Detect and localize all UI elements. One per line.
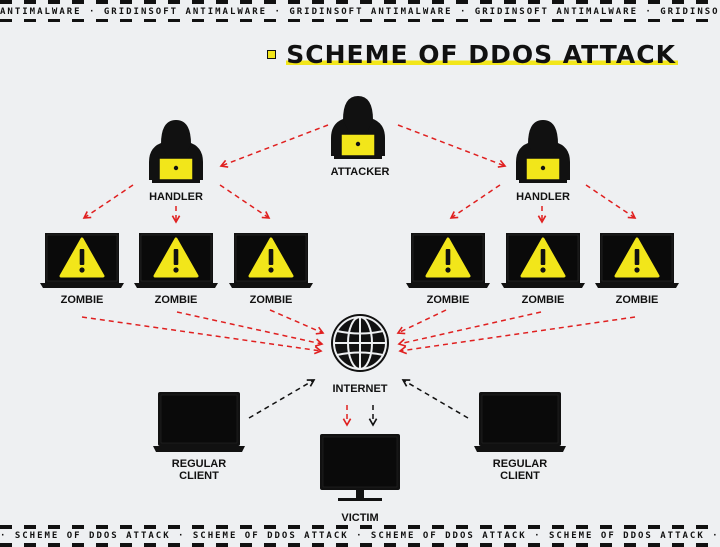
zombie-label: ZOMBIE xyxy=(522,294,565,306)
zombie-label: ZOMBIE xyxy=(250,294,293,306)
arrow-zombie-2-internet xyxy=(176,311,324,347)
zombie-label: ZOMBIE xyxy=(155,294,198,306)
warning-laptop-icon xyxy=(593,231,681,290)
footer-band-text: · SCHEME OF DDOS ATTACK · SCHEME OF DDOS… xyxy=(0,531,720,541)
arrow-handler-right-zombie-6 xyxy=(585,184,637,219)
zombie-node-1: ZOMBIE xyxy=(38,231,126,306)
warning-laptop-icon xyxy=(38,231,126,290)
laptop-icon xyxy=(473,391,567,453)
hooded-hacker-icon xyxy=(148,119,204,184)
zombie-node-2: ZOMBIE xyxy=(132,231,220,306)
internet-label: INTERNET xyxy=(333,383,388,395)
victim-node: VICTIM xyxy=(319,433,401,524)
client-right-label-line2: CLIENT xyxy=(500,470,540,482)
victim-label: VICTIM xyxy=(341,512,378,524)
zombie-node-3: ZOMBIE xyxy=(227,231,315,306)
zombie-label: ZOMBIE xyxy=(61,294,104,306)
zombie-node-4: ZOMBIE xyxy=(404,231,492,306)
arrow-handler-left-zombie-3 xyxy=(219,184,271,219)
regular-client-left-node: REGULAR CLIENT xyxy=(152,391,246,482)
arrow-attacker-handler-right xyxy=(397,124,507,168)
internet-node: INTERNET xyxy=(331,314,389,395)
arrow-client-right-internet xyxy=(401,379,469,419)
handler-left-label: HANDLER xyxy=(149,191,203,203)
globe-icon xyxy=(331,314,389,372)
arrow-handler-left-zombie-1 xyxy=(82,184,134,219)
header-band-text: ANTIMALWARE · GRIDINSOFT ANTIMALWARE · G… xyxy=(0,7,720,17)
warning-laptop-icon xyxy=(132,231,220,290)
arrow-zombie-3-internet xyxy=(269,309,325,335)
footer-band: · SCHEME OF DDOS ATTACK · SCHEME OF DDOS… xyxy=(0,525,720,547)
arrow-zombie-6-internet xyxy=(398,316,636,355)
hooded-hacker-icon xyxy=(330,95,386,160)
attacker-label: ATTACKER xyxy=(331,166,390,178)
warning-laptop-icon xyxy=(499,231,587,290)
page-title: SCHEME OF DDOS ATTACK xyxy=(286,40,678,69)
attack-arrows xyxy=(81,124,637,427)
warning-laptop-icon xyxy=(227,231,315,290)
title-block: SCHEME OF DDOS ATTACK xyxy=(267,40,678,69)
regular-client-right-node: REGULAR CLIENT xyxy=(473,391,567,482)
arrow-zombie-5-internet xyxy=(397,311,542,347)
zombie-node-6: ZOMBIE xyxy=(593,231,681,306)
zombie-label: ZOMBIE xyxy=(616,294,659,306)
zombie-node-5: ZOMBIE xyxy=(499,231,587,306)
arrow-handler-right-zombie-4 xyxy=(449,184,501,219)
handler-left-node: HANDLER xyxy=(148,119,204,203)
arrow-zombie-4-internet xyxy=(396,309,447,335)
zombie-label: ZOMBIE xyxy=(427,294,470,306)
title-marker xyxy=(267,50,277,59)
client-left-label-line2: CLIENT xyxy=(179,470,219,482)
client-right-label-line1: REGULAR xyxy=(493,458,547,470)
client-left-label-line1: REGULAR xyxy=(172,458,226,470)
arrow-zombie-1-internet xyxy=(81,316,323,355)
arrow-client-left-internet xyxy=(248,379,316,419)
hooded-hacker-icon xyxy=(515,119,571,184)
arrow-attacker-handler-left xyxy=(219,124,329,168)
normal-traffic-arrows xyxy=(248,379,469,427)
monitor-icon xyxy=(319,433,401,502)
warning-laptop-icon xyxy=(404,231,492,290)
laptop-icon xyxy=(152,391,246,453)
attacker-node: ATTACKER xyxy=(330,95,390,178)
header-band: ANTIMALWARE · GRIDINSOFT ANTIMALWARE · G… xyxy=(0,0,720,22)
handler-right-node: HANDLER xyxy=(515,119,571,203)
handler-right-label: HANDLER xyxy=(516,191,570,203)
